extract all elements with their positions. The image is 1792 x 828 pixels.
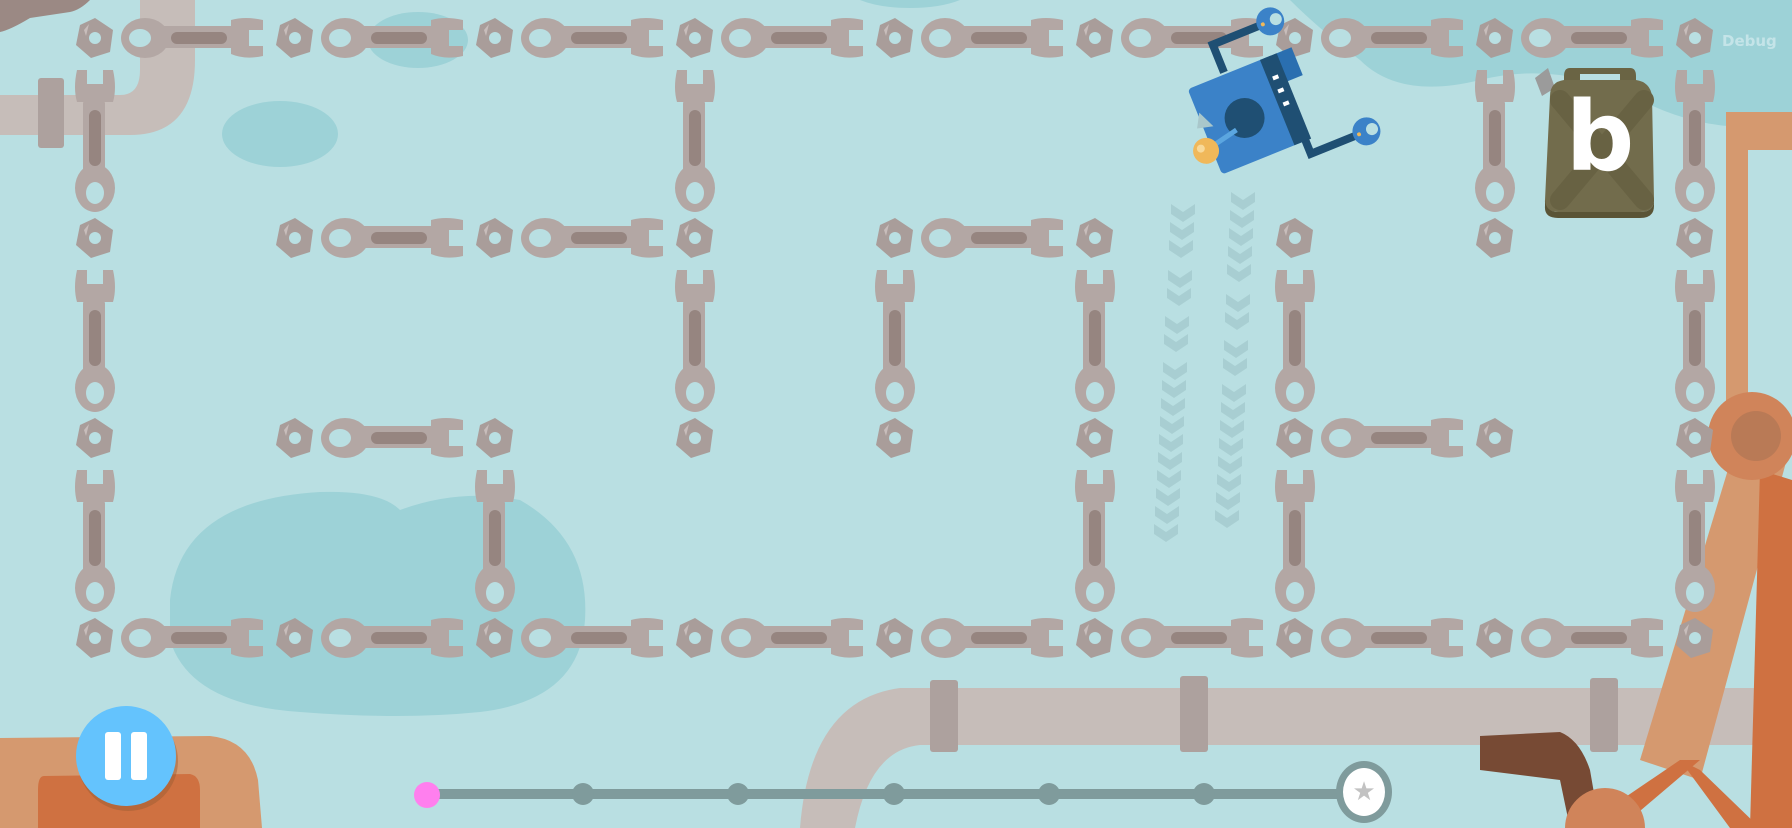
nut-icon <box>676 18 713 58</box>
progress-step-dot <box>1038 783 1060 805</box>
level-progress-bar: ★ <box>414 761 1392 823</box>
nut-icon <box>1276 218 1313 258</box>
wrench-wall-vertical <box>1075 270 1115 412</box>
nut-icon <box>1276 618 1313 658</box>
nut-icon <box>876 218 913 258</box>
nut-icon <box>676 218 713 258</box>
progress-step-dot <box>883 783 905 805</box>
nut-icon <box>876 618 913 658</box>
wrench-wall-horizontal <box>321 218 463 258</box>
target-letter: b <box>1566 81 1635 193</box>
progress-current-marker <box>414 782 440 808</box>
nut-icon <box>476 18 513 58</box>
wrench-wall-horizontal <box>721 18 863 58</box>
nut-icon <box>1076 218 1113 258</box>
nut-icon <box>876 418 913 458</box>
wrench-wall-horizontal <box>521 218 663 258</box>
pause-icon-bar <box>131 732 147 780</box>
wrench-wall-vertical <box>75 470 115 612</box>
star-icon: ★ <box>1352 777 1376 807</box>
nut-icon <box>1676 218 1713 258</box>
wrench-wall-vertical <box>675 270 715 412</box>
wrench-wall-horizontal <box>521 18 663 58</box>
wrench-wall-horizontal <box>1321 618 1463 658</box>
wrench-wall-vertical <box>1075 470 1115 612</box>
wrench-wall-vertical <box>675 70 715 212</box>
nut-icon <box>476 418 513 458</box>
robot-trail <box>1154 192 1255 542</box>
nut-icon <box>476 218 513 258</box>
nut-icon <box>276 218 313 258</box>
nut-icon <box>1076 18 1113 58</box>
progress-step-dot <box>572 783 594 805</box>
wrench-wall-horizontal <box>1121 18 1263 58</box>
pause-icon <box>105 732 121 780</box>
wrench-wall-vertical <box>75 70 115 212</box>
nut-icon <box>1076 418 1113 458</box>
wrench-wall-vertical <box>1275 270 1315 412</box>
nut-icon <box>76 418 113 458</box>
wrench-wall-horizontal <box>921 18 1063 58</box>
nut-icon <box>76 618 113 658</box>
nut-icon <box>1276 418 1313 458</box>
wrench-wall-vertical <box>1675 270 1715 412</box>
wrench-wall-horizontal <box>1121 618 1263 658</box>
nut-icon <box>1476 218 1513 258</box>
wrench-wall-horizontal <box>721 618 863 658</box>
wrench-wall-horizontal <box>921 218 1063 258</box>
wrench-wall-horizontal <box>921 618 1063 658</box>
nut-icon <box>276 418 313 458</box>
nut-icon <box>76 18 113 58</box>
nut-icon <box>276 18 313 58</box>
progress-step-dot <box>1193 783 1215 805</box>
wrench-wall-horizontal <box>1521 618 1663 658</box>
progress-goal-star: ★ <box>1336 761 1392 823</box>
nut-icon <box>1476 418 1513 458</box>
progress-step-dot <box>727 783 749 805</box>
wrench-wall-horizontal <box>521 618 663 658</box>
debug-label[interactable]: Debug <box>1722 32 1777 50</box>
crane-decoration <box>1480 112 1792 828</box>
wrench-wall-horizontal <box>1321 418 1463 458</box>
wrench-wall-vertical <box>1275 470 1315 612</box>
nut-icon <box>676 618 713 658</box>
nut-icon <box>1476 618 1513 658</box>
wrench-wall-vertical <box>1475 70 1515 212</box>
letter-jerrycan-target[interactable]: b <box>1535 68 1654 218</box>
wrench-wall-vertical <box>75 270 115 412</box>
nut-icon <box>876 18 913 58</box>
wrench-wall-horizontal <box>321 418 463 458</box>
nut-icon <box>1676 418 1713 458</box>
wrench-wall-vertical <box>875 270 915 412</box>
robot-player <box>1188 7 1381 174</box>
background-blobs <box>170 0 1792 716</box>
wrench-wall-vertical <box>1675 70 1715 212</box>
nut-icon <box>676 418 713 458</box>
nut-icon <box>76 218 113 258</box>
nut-icon <box>1076 618 1113 658</box>
pause-button[interactable] <box>76 706 176 806</box>
